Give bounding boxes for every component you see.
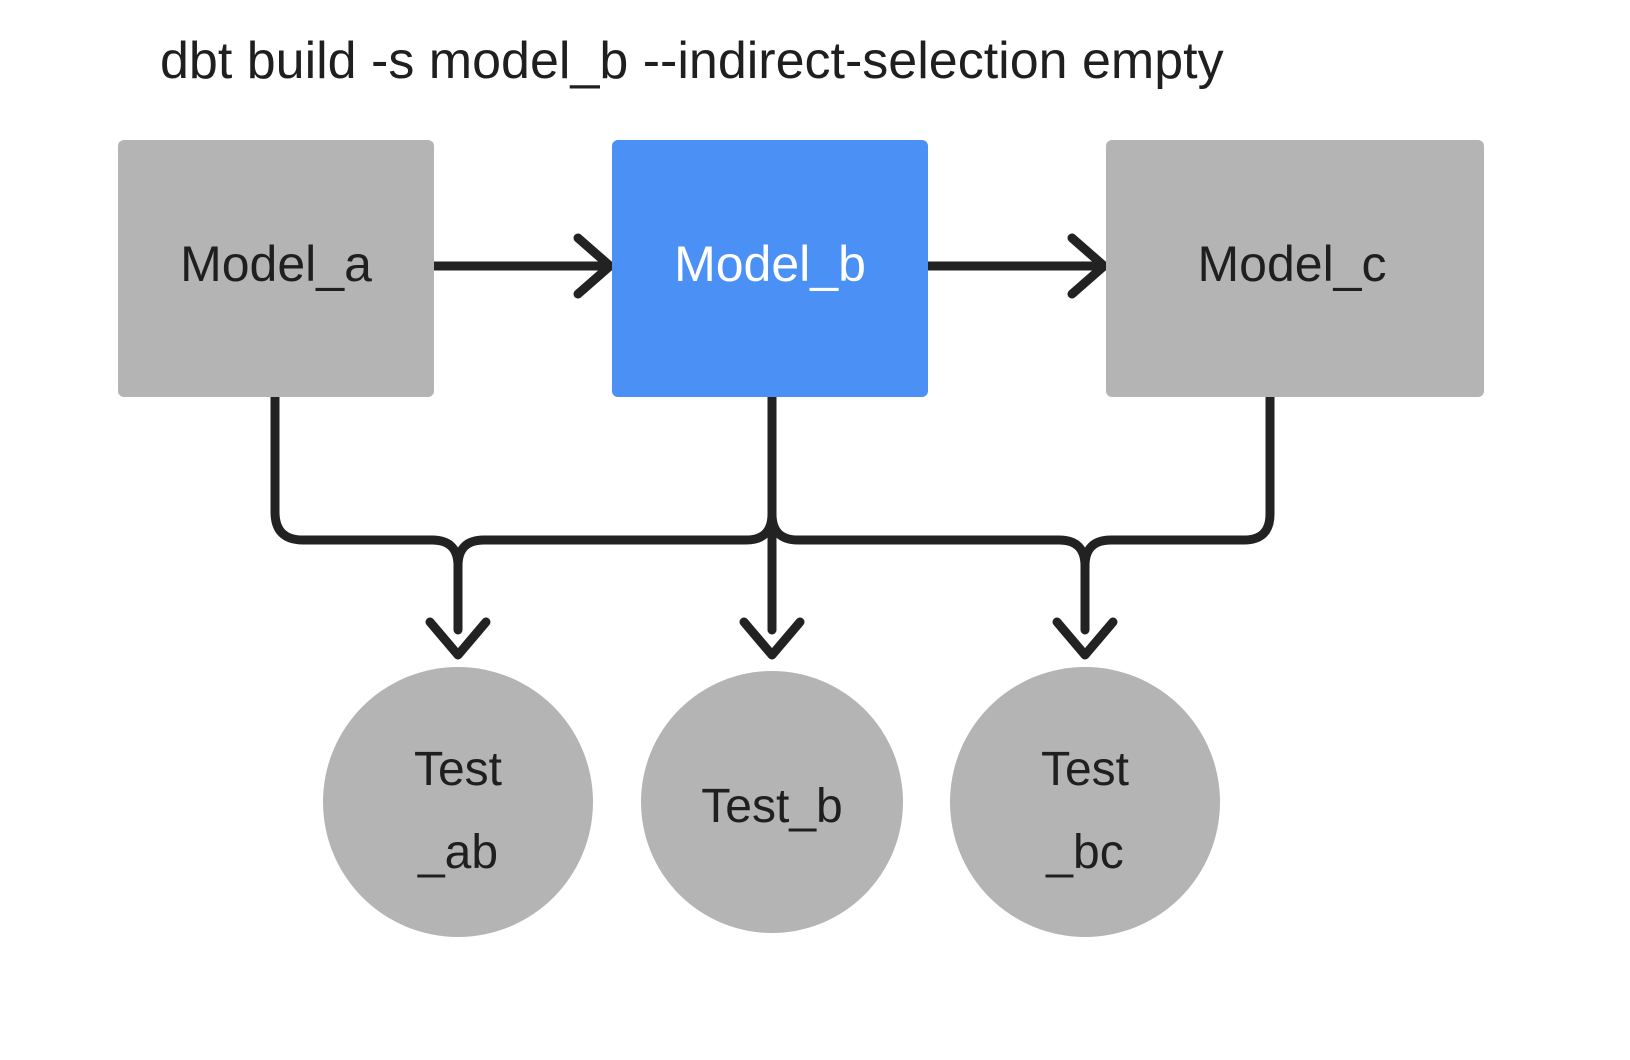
diagram-title: dbt build -s model_b --indirect-selectio… [160,32,1224,90]
node-model-c-shape[interactable] [1106,140,1484,397]
node-test-b-shape[interactable] [641,671,903,933]
edge-model-c-to-test-bc [1080,392,1275,571]
node-model-c-label: Model_c [1198,236,1387,292]
node-model-b-label: Model_b [674,236,866,292]
edge-model-a-to-model-b [429,233,615,299]
edge-model-b-to-model-c [923,233,1109,299]
arrowhead-icon [425,617,491,660]
edge-line [453,392,777,571]
node-test-bc-shape[interactable] [950,667,1220,937]
edge-model-a-to-test-ab [270,392,491,660]
edge-line [1080,392,1275,571]
node-model-b[interactable]: Model_b [612,140,928,397]
node-model-c[interactable]: Model_c [1106,140,1484,397]
edge-line [270,392,463,635]
arrowhead-icon [573,233,615,299]
node-model-a-label: Model_a [180,236,372,292]
node-test-ab-label-line1: Test [414,743,502,796]
edge-model-b-to-test-bc [767,509,1118,660]
node-model-b-shape[interactable] [612,140,928,397]
node-test-ab-shape[interactable] [323,667,593,937]
edge-line [767,509,1090,635]
node-test-bc-label-line1: Test [1041,743,1129,796]
node-test-bc-label-line2: _bc [1045,826,1123,879]
node-test-b-label-line1: Test_b [701,780,842,833]
node-test-ab[interactable]: Test _ab [323,667,593,937]
node-test-b[interactable]: Test_b [641,671,903,933]
node-model-a[interactable]: Model_a [118,140,434,397]
node-test-bc[interactable]: Test _bc [950,667,1220,937]
arrowhead-icon [1067,233,1109,299]
arrowhead-icon [1052,617,1118,660]
arrowhead-icon [739,617,805,660]
node-test-ab-label-line2: _ab [417,826,498,879]
edge-model-b-to-test-ab [453,392,777,571]
node-model-a-shape[interactable] [118,140,434,397]
